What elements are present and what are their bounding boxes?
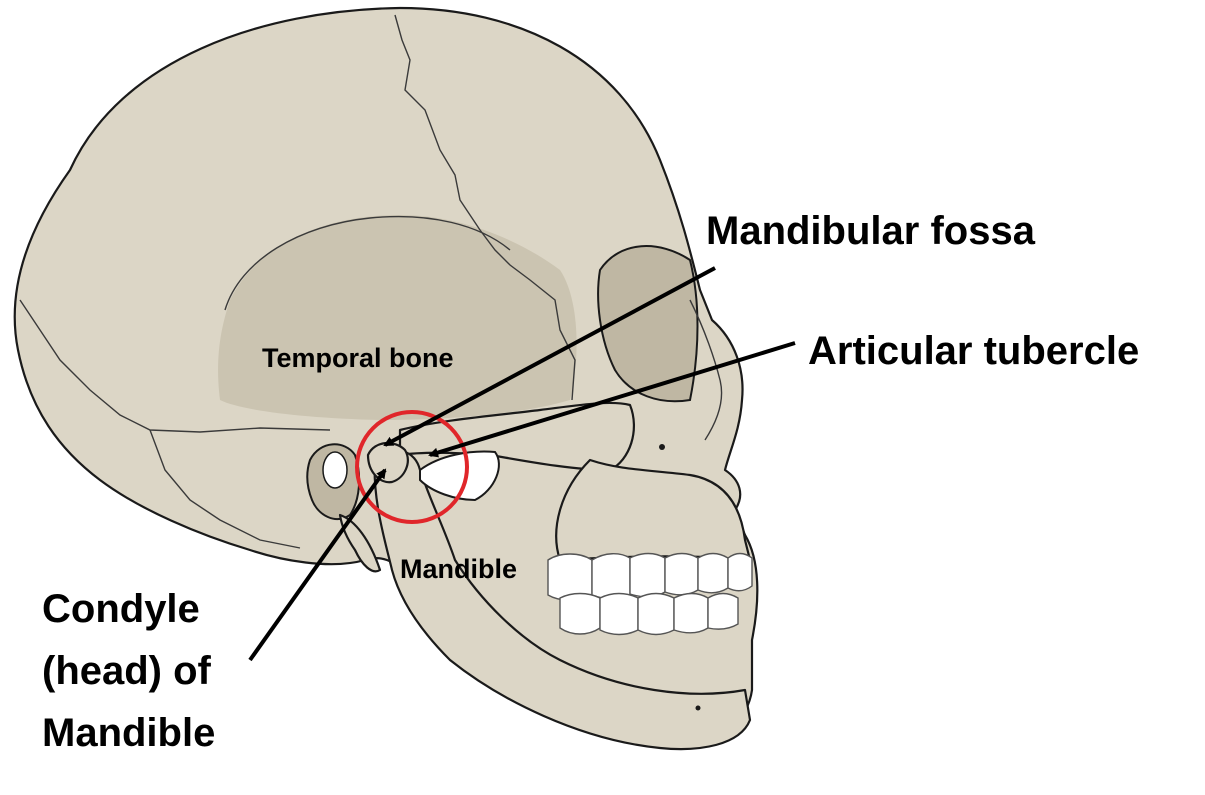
mandible-bone (373, 448, 752, 751)
label-mandibular-fossa: Mandibular fossa (706, 209, 1036, 253)
foramen-dot (659, 444, 665, 450)
occipitomastoid-suture (149, 429, 301, 549)
auditory-meatus (322, 451, 348, 489)
label-condyle-line3: Mandible (42, 711, 215, 755)
orbit (597, 245, 699, 403)
mental-dot (695, 705, 701, 711)
condyle-pointer (248, 468, 387, 662)
skull-lateral-view-icon (13, 6, 759, 751)
label-mandible: Mandible (400, 554, 517, 584)
coronal-suture (394, 14, 576, 401)
squamous-suture (224, 215, 511, 311)
label-articular-tubercle: Articular tubercle (808, 329, 1139, 373)
label-condyle-line2: (head) of (42, 649, 212, 693)
nasal-outline (689, 299, 723, 441)
label-temporal-bone: Temporal bone (262, 343, 454, 373)
lambdoid-suture (19, 299, 331, 433)
articular-tubercle-pointer (428, 341, 796, 458)
sigmoid-notch (419, 450, 500, 502)
temporal-fossa-shade (218, 215, 577, 420)
teeth-icon (547, 552, 753, 636)
label-condyle-line1: Condyle (42, 587, 200, 631)
mandibular-fossa-pointer (383, 266, 716, 447)
tmj-highlight-circle (355, 410, 469, 524)
mastoid-process (338, 513, 382, 573)
